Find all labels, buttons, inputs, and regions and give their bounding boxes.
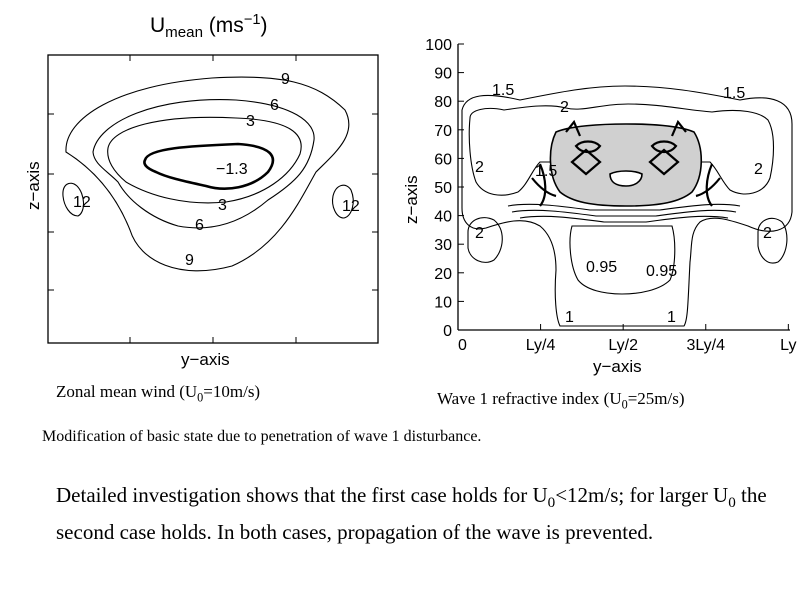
right-central-region [549,123,703,207]
left-contour-label: 6 [195,217,204,234]
right-central-oval [609,170,643,187]
right-y-tick-label: 40 [434,209,452,226]
right-x-tick-label: Ly [780,337,796,354]
right-chart-caption: Wave 1 refractive index (U0=25m/s) [437,389,685,412]
right-y-tick-label: 90 [434,66,452,83]
right-contour-0-95 [569,225,676,295]
right-y-tick-label: 80 [434,94,452,111]
right-contour-label: 2 [754,161,763,178]
right-x-tick-label: 0 [458,337,467,354]
right-contour-label: 1.5 [535,163,557,180]
right-x-tick-label: 3Ly/4 [686,337,725,354]
right-y-tick-label: 50 [434,180,452,197]
right-contour-label: 0.95 [586,259,617,276]
left-chart-caption: Zonal mean wind (U0=10m/s) [56,382,261,405]
right-contour-label: 1 [667,309,676,326]
right-y-tick-label: 0 [443,323,452,340]
left-contour-label: 6 [270,97,279,114]
right-y-tick-label: 70 [434,123,452,140]
right-contour-label: 2 [560,99,569,116]
left-contour-6 [92,99,315,229]
right-x-axis-label: y−axis [593,357,642,376]
left-contour-label: 12 [342,198,360,215]
right-contour-2-left-island [467,217,503,263]
left-contour-12-right [332,184,354,219]
right-contour-label: 2 [475,159,484,176]
left-contour-label: 3 [218,197,227,214]
left-contour-label: 9 [281,71,290,88]
right-y-tick-label: 30 [434,237,452,254]
right-contour-label: 1 [565,309,574,326]
right-contour-2 [468,103,775,196]
right-y-tick-label: 20 [434,266,452,283]
left-contour-label: 12 [73,194,91,211]
right-contour-label: 2 [763,225,772,242]
right-x-tick-label: Ly/4 [526,337,556,354]
right-contour-1-5 [461,85,793,327]
left-contour-label: −1.3 [216,161,248,178]
left-contour-neg1-3 [143,142,275,190]
right-contour-label: 2 [475,225,484,242]
left-chart-title: Umean (ms−1) [150,12,268,42]
left-contour-9 [65,76,350,272]
right-contour-2-right-island [757,217,788,264]
figure-caption: Modification of basic state due to penet… [42,428,482,445]
right-y-tick-label: 100 [425,37,452,54]
right-contour-label: 1.5 [723,85,745,102]
right-y-tick-label: 10 [434,294,452,311]
right-x-tick-label: Ly/2 [608,337,638,354]
right-y-tick-label: 60 [434,151,452,168]
left-contour-3 [107,116,302,204]
left-contour-label: 9 [185,252,194,269]
right-contour-label: 0.95 [646,263,677,280]
left-contour-12-left [62,182,85,217]
right-contour-label: 1.5 [492,82,514,99]
body-paragraph: Detailed investigation shows that the fi… [56,483,767,545]
left-contour-label: 3 [246,113,255,130]
left-x-axis-label: y−axis [181,350,230,369]
